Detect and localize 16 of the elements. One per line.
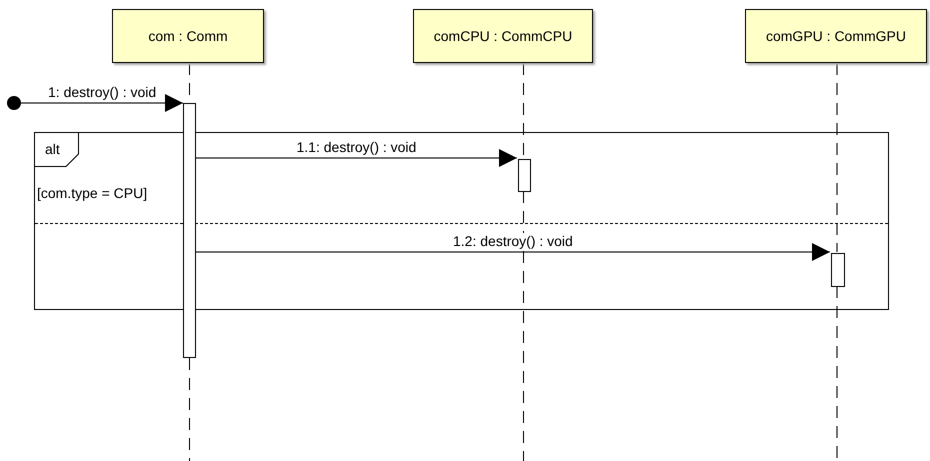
message-label: 1.2: destroy() : void [453, 233, 573, 249]
message-arrow [196, 243, 830, 261]
guard-condition: [com.type = CPU] [37, 185, 148, 201]
lifeline-head: com : Comm [112, 9, 264, 63]
message-arrow [196, 149, 518, 167]
activation-bar [518, 159, 531, 192]
message-arrow [20, 94, 184, 112]
activation-bar [183, 103, 196, 358]
activation-bar [831, 253, 845, 287]
start-dot [7, 96, 21, 110]
lifeline [836, 62, 838, 252]
fragment-operator: alt [45, 141, 60, 157]
message-label: 1: destroy() : void [48, 84, 156, 100]
lifeline-head: comGPU : CommGPU [745, 9, 927, 63]
lifeline-head: comCPU : CommCPU [413, 9, 593, 63]
message-label: 1.1: destroy() : void [296, 139, 416, 155]
